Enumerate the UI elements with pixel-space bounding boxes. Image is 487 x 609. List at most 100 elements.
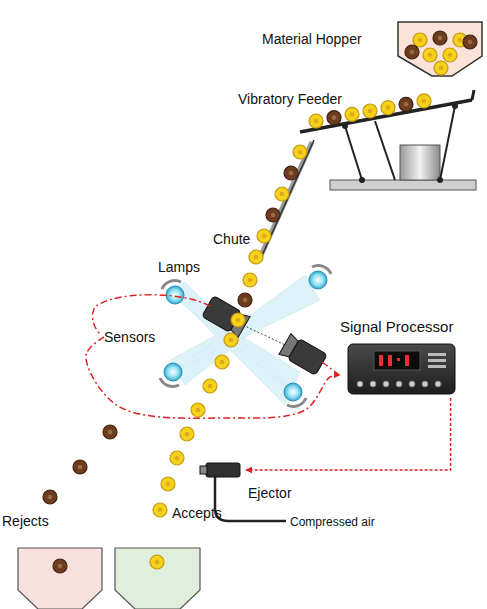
accept-particle: [150, 555, 164, 569]
reject-particle: [108, 430, 113, 435]
accept-particle: [448, 53, 453, 58]
accept-particle: [243, 273, 257, 287]
accept-particle: [220, 360, 225, 365]
accept-particle: [153, 503, 167, 517]
vibratory-feeder: [472, 90, 474, 100]
reject-particle: [53, 559, 67, 573]
accept-particle: [422, 99, 427, 104]
light-beams: [165, 282, 293, 392]
accept-particle: [254, 255, 259, 260]
accept-particle: [170, 451, 184, 465]
accept-particle: [150, 555, 164, 569]
accept-particle: [413, 33, 427, 47]
node-text: Ejector: [248, 484, 292, 502]
accept-particle: [350, 112, 355, 117]
accept-particle: [215, 355, 229, 369]
sensor-camera: [279, 334, 300, 360]
accept-particle: [417, 94, 431, 108]
accept-particle: [203, 379, 217, 393]
reject-particle: [73, 460, 87, 474]
reject-particle: [48, 495, 53, 500]
accept-particle: [428, 53, 433, 58]
accept-particle: [185, 432, 190, 437]
accept-particle: [257, 229, 271, 243]
reject-particle: [53, 559, 67, 573]
accept-particle: [249, 250, 263, 264]
accept-particle: [298, 150, 303, 155]
accept-particle: [170, 451, 184, 465]
node-text: Vibratory Feeder: [238, 90, 342, 108]
accept-particle: [280, 192, 285, 197]
accept-particle: [386, 105, 391, 110]
lamp-symbols: [309, 266, 331, 289]
feeder-label: Vibratory Feeder: [238, 90, 342, 108]
reject-particle: [463, 35, 477, 49]
reject-particle: [43, 490, 57, 504]
reject-particle: [103, 425, 117, 439]
accept-particle: [381, 101, 395, 115]
signal-processor-unit: [397, 358, 400, 361]
vibratory-feeder: [359, 177, 365, 183]
accept-particle: [257, 229, 271, 243]
rejects-bin: [18, 548, 102, 609]
signal-processor-unit: [428, 353, 446, 356]
vibratory-feeder: [400, 145, 440, 180]
signal-line: [93, 295, 210, 334]
reject-particle: [243, 298, 248, 303]
accept-particle: [180, 427, 194, 441]
accept-particle: [458, 38, 463, 43]
lamp-symbols: [309, 271, 327, 289]
reject-particle: [332, 115, 337, 120]
accept-particle: [434, 61, 448, 75]
accept-particle: [161, 477, 175, 491]
reject-particle: [238, 293, 252, 307]
accept-particle: [434, 61, 448, 75]
reject-bin-label: Rejects: [2, 512, 49, 530]
sensor-signal: [86, 337, 340, 418]
accept-particle: [314, 119, 319, 124]
accept-particle: [443, 48, 457, 62]
particle: [43, 31, 477, 573]
signal-processor-unit: [357, 381, 441, 387]
vibratory-feeder: [437, 177, 443, 183]
reject-particle: [266, 208, 280, 222]
lamps-label: Lamps: [158, 258, 200, 276]
vibratory-feeder: [375, 121, 395, 180]
accept-particle: [423, 48, 437, 62]
air-ejector: [206, 463, 240, 477]
signal-processor-unit: [357, 381, 363, 387]
accept-particle: [423, 48, 437, 62]
accept-particle: [248, 278, 253, 283]
vibratory-feeder: [330, 180, 476, 190]
reject-particle: [468, 40, 473, 45]
ejector-node: Ejector: [200, 460, 246, 480]
accept-particle: [161, 477, 175, 491]
reject-particle: [410, 50, 415, 55]
lamp-symbols: [284, 383, 306, 406]
accept-particle: [249, 250, 263, 264]
reject-particle: [271, 213, 276, 218]
lamp-symbols: [284, 383, 302, 401]
air-ejector: [200, 466, 207, 474]
lamp-symbols: [164, 363, 182, 381]
accept-particle: [224, 333, 238, 347]
accept-particle: [191, 403, 205, 417]
signal-processor-unit: [435, 381, 441, 387]
hopper-label: Material Hopper: [262, 30, 362, 48]
accept-particle: [153, 503, 167, 517]
reject-particle: [463, 35, 477, 49]
node-text: Rejects: [2, 512, 49, 530]
signal-processor-unit: [409, 381, 415, 387]
accept-particle: [439, 66, 444, 71]
signal-processor-unit: [428, 365, 446, 368]
node-text: Signal Processor: [340, 318, 453, 336]
chute-label: Chute: [213, 230, 250, 248]
signal-processor-unit: [405, 355, 409, 366]
reject-particle: [103, 425, 117, 439]
signal-processor-unit: [374, 351, 420, 370]
sensor-label: Sensors: [104, 328, 155, 346]
lamp-symbols: [166, 286, 184, 304]
reject-particle: [433, 31, 447, 45]
accept-particle: [243, 273, 257, 287]
